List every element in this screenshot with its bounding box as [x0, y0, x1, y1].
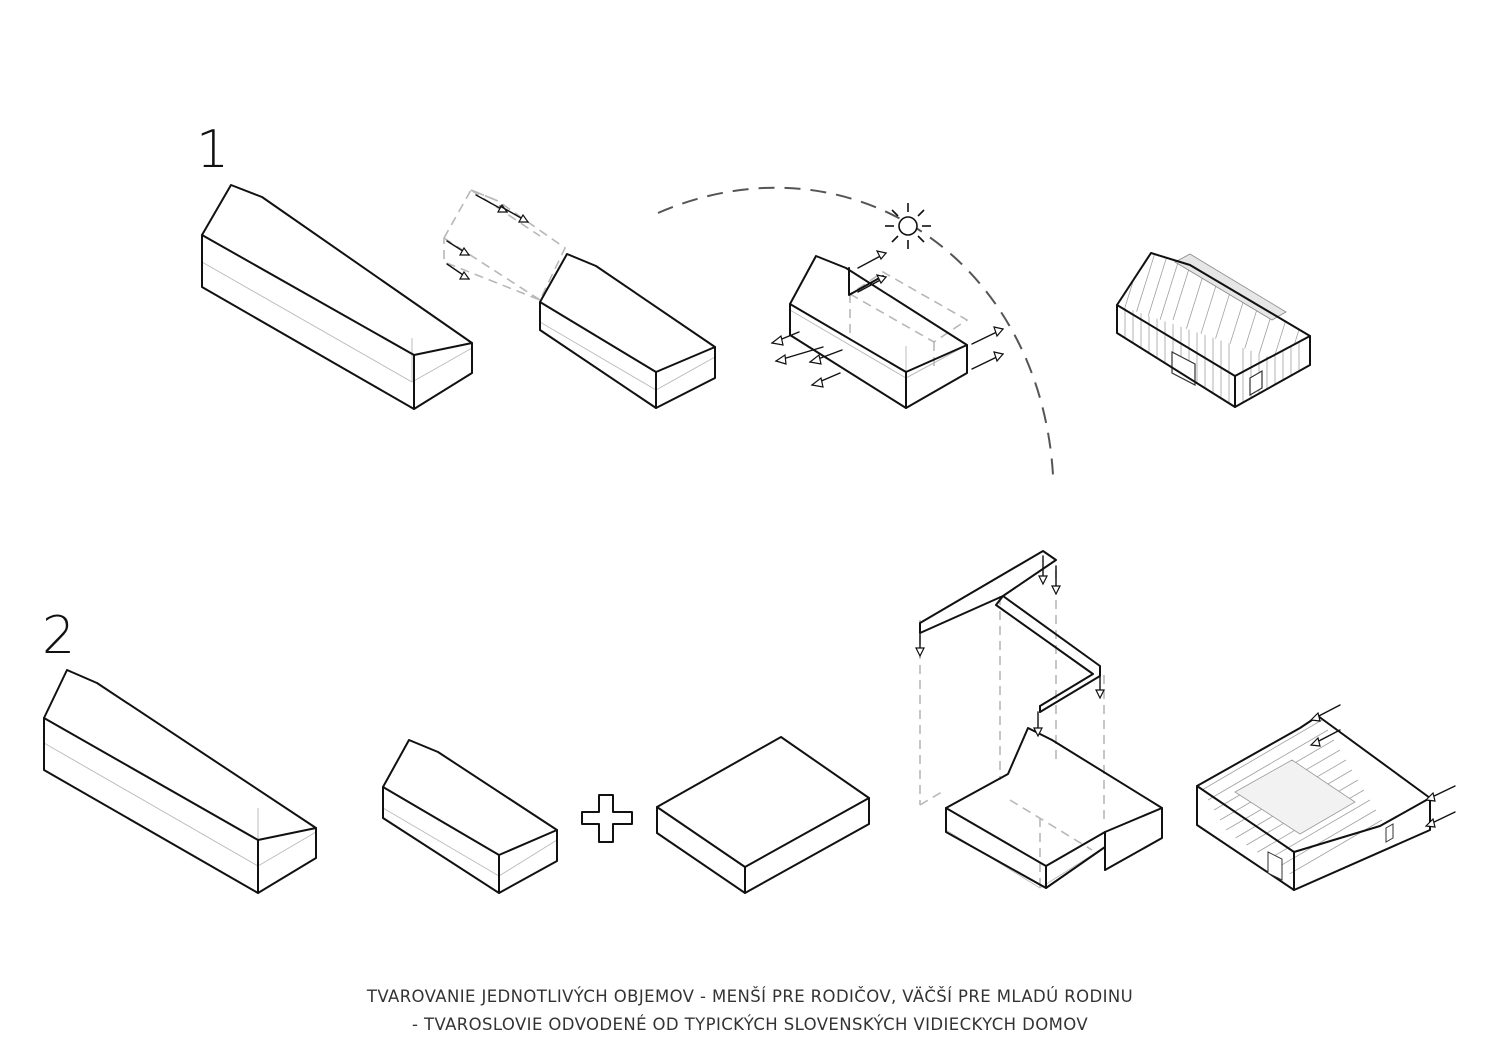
caption-line-1: TVAROVANIE JEDNOTLIVÝCH OBJEMOV - MENŠÍ … — [366, 987, 1134, 1006]
step-number-1: 1 — [196, 120, 230, 180]
caption-line-2: - TVAROSLOVIE ODVODENÉ OD TYPICKÝCH SLOV… — [411, 1015, 1089, 1034]
sun-icon — [885, 203, 931, 249]
flat-volume — [656, 736, 870, 894]
small-gable-house — [382, 739, 558, 894]
long-gable-house-2 — [43, 669, 317, 894]
combined-volume — [919, 550, 1163, 889]
final-house-1 — [1116, 252, 1311, 408]
step-number-2: 2 — [42, 606, 76, 666]
opening-arrows — [770, 250, 1005, 388]
house-with-openings — [789, 255, 969, 409]
plus-icon — [581, 794, 633, 843]
projection-arrows — [915, 555, 1105, 738]
shortened-house — [443, 188, 716, 409]
sun-path-arc — [657, 186, 1054, 476]
removal-arrows — [446, 194, 530, 280]
roof-arrows — [1309, 704, 1456, 828]
final-house-2 — [1196, 715, 1431, 891]
long-gable-house-1 — [201, 184, 473, 410]
